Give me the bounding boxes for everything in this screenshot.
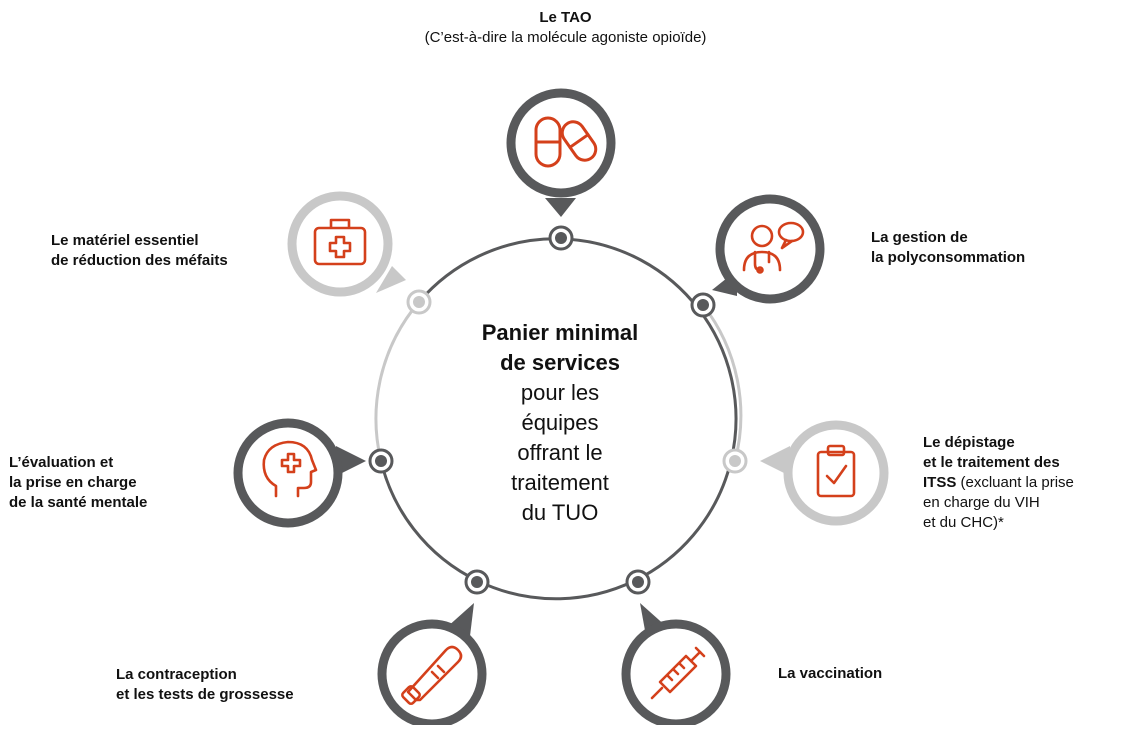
callout-contraception	[377, 603, 487, 729]
polyconsumption-line-1: La gestion de	[871, 229, 968, 246]
ring-node-bottom-left	[464, 569, 490, 595]
contraception-line-2: et les tests de grossesse	[116, 686, 294, 703]
itss-line-1: Le dépistage	[923, 434, 1015, 451]
callout-polyconsumption	[712, 194, 825, 304]
contraception-label: La contraception et les tests de grosses…	[116, 665, 294, 705]
itss-line-3: ITSS (excluant la prise	[923, 473, 1074, 493]
mental-health-line-2: la prise en charge	[9, 474, 137, 491]
center-line-7: du TUO	[521, 500, 599, 525]
ring-node-top-right	[690, 292, 716, 318]
center-line-2: de services	[500, 350, 620, 375]
head-plus-icon	[262, 440, 318, 498]
ring-node-left	[368, 448, 394, 474]
doctor-consult-icon	[742, 221, 805, 274]
syringe-icon	[650, 646, 706, 700]
vaccination-label: La vaccination	[778, 664, 882, 684]
ring-node-right	[722, 448, 748, 474]
callout-tao	[506, 88, 616, 217]
mental-health-line-3: de la santé mentale	[9, 494, 148, 511]
polyconsumption-line-2: la polyconsommation	[871, 249, 1026, 266]
mental-health-line-1: L’évaluation et	[9, 454, 114, 471]
vaccination-line-1: La vaccination	[778, 665, 883, 682]
tao-title: Le TAO	[539, 9, 592, 26]
tao-subtitle: (C’est-à-dire la molécule agoniste opioï…	[424, 29, 707, 46]
itss-line-2: et le traitement des	[923, 454, 1060, 471]
ring-node-top-left	[406, 289, 432, 315]
clipboard-check-icon	[816, 444, 856, 498]
polyconsumption-label: La gestion de la polyconsommation	[871, 228, 1025, 268]
harm-reduction-label: Le matériel essentiel de réduction des m…	[51, 231, 228, 271]
ring-node-top	[548, 225, 574, 251]
itss-line-5: et du CHC)*	[923, 514, 1004, 531]
center-line-5: offrant le	[517, 440, 603, 465]
thermometer-icon	[401, 645, 463, 705]
callout-harm-reduction	[287, 191, 406, 297]
center-line-6: traitement	[511, 470, 609, 495]
harm-reduction-line-2: de réduction des méfaits	[51, 252, 228, 269]
first-aid-kit-icon	[313, 218, 367, 266]
center-line-1: Panier minimal	[481, 320, 639, 345]
center-line-3: pour les	[520, 380, 600, 405]
center-line-4: équipes	[521, 410, 599, 435]
itss-label: Le dépistage et le traitement des ITSS (…	[923, 433, 1074, 533]
center-title: Panier minimal de services pour les équi…	[445, 318, 675, 528]
itss-line-3-rest: (excluant la prise	[956, 474, 1074, 491]
harm-reduction-line-1: Le matériel essentiel	[51, 232, 199, 249]
itss-line-4: en charge du VIH	[923, 494, 1040, 511]
pills-icon	[534, 116, 598, 168]
ring-node-bottom-right	[625, 569, 651, 595]
callout-itss	[760, 420, 889, 526]
ring-light-arc-right	[701, 304, 743, 462]
callout-vaccination	[621, 603, 731, 729]
mental-health-label: L’évaluation et la prise en charge de la…	[9, 453, 147, 513]
tao-label: Le TAO (C’est-à-dire la molécule agonist…	[0, 8, 1131, 48]
ring-light-arc	[374, 301, 421, 462]
itss-acronym: ITSS	[923, 474, 957, 491]
contraception-line-1: La contraception	[116, 666, 237, 683]
callout-mental-health	[233, 418, 366, 528]
